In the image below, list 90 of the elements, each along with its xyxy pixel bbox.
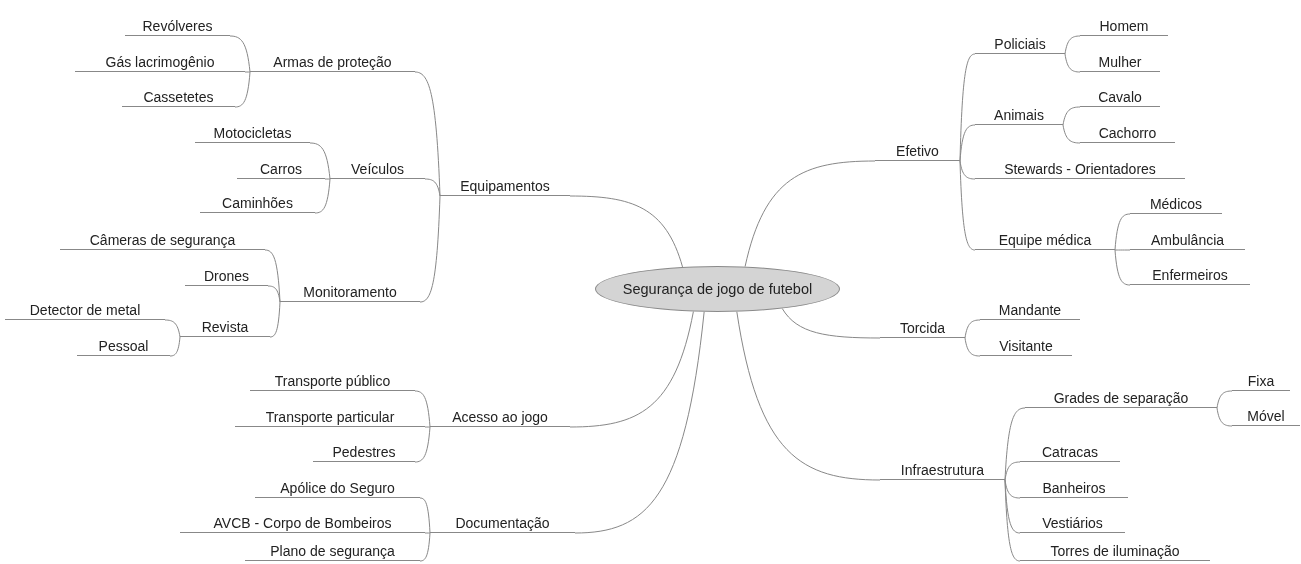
branch-line [419, 497, 431, 534]
branch-line [1062, 106, 1081, 126]
branch-line [1062, 124, 1081, 144]
branch-line [424, 532, 431, 534]
branch-line [964, 319, 981, 339]
topic-label: Móvel [1232, 406, 1300, 426]
topic-label: Grades de separação [1025, 388, 1217, 408]
topic-label: Transporte público [250, 371, 415, 391]
topic-label: Drones [185, 266, 268, 286]
topic-label: Homem [1080, 16, 1168, 36]
topic-label: Plano de segurança [245, 541, 420, 561]
topic-label: Apólice do Seguro [255, 478, 420, 498]
topic-label: Câmeras de segurança [60, 230, 265, 250]
topic-label: Infraestrutura [880, 460, 1005, 480]
topic-label: AVCB - Corpo de Bombeiros [180, 513, 425, 533]
topic-label: Mandante [980, 300, 1080, 320]
branch-line [324, 178, 331, 180]
branch-line [781, 308, 881, 339]
branch-line [574, 311, 705, 534]
topic-label: Equipamentos [440, 176, 570, 196]
branch-line [424, 426, 431, 428]
branch-line [959, 124, 976, 162]
topic-label: Torcida [880, 318, 965, 338]
branch-line [267, 285, 281, 303]
branch-line [244, 71, 251, 73]
branch-line [419, 532, 431, 562]
topic-label: Banheiros [1020, 478, 1128, 498]
branch-line [1114, 213, 1131, 251]
topic-label: Cavalo [1080, 87, 1160, 107]
branch-line [234, 71, 251, 108]
branch-line [1004, 479, 1021, 562]
topic-label: Caminhões [200, 193, 315, 213]
branch-line [419, 195, 441, 303]
topic-label: Policiais [975, 34, 1065, 54]
topic-label: Revista [180, 317, 270, 337]
branch-line [309, 142, 331, 180]
branch-line [736, 311, 881, 481]
central-topic-ellipse: Segurança de jogo de futebol [595, 266, 840, 312]
topic-label: Fixa [1232, 371, 1290, 391]
topic-label: Catracas [1020, 442, 1120, 462]
branch-line [1114, 249, 1131, 286]
branch-line [269, 301, 281, 338]
branch-line [424, 178, 441, 197]
topic-label: Transporte particular [235, 407, 425, 427]
branch-line [1114, 249, 1131, 251]
topic-label: Efetivo [875, 141, 960, 161]
topic-label: Pessoal [77, 336, 170, 356]
branch-line [314, 178, 331, 214]
branch-line [1004, 461, 1021, 481]
branch-line [1216, 407, 1233, 427]
topic-label: Mulher [1080, 52, 1160, 72]
topic-label: Pedestres [313, 442, 415, 462]
branch-line [569, 195, 684, 268]
topic-label: Vestiários [1020, 513, 1125, 533]
topic-label: Visitante [980, 336, 1072, 356]
branch-line [1064, 53, 1081, 73]
topic-label: Documentação [430, 513, 575, 533]
branch-line [569, 311, 694, 428]
topic-label: Detector de metal [5, 300, 165, 320]
topic-label: Acesso ao jogo [430, 407, 570, 427]
topic-label: Revólveres [125, 16, 230, 36]
branch-line [264, 249, 281, 303]
branch-line [229, 35, 251, 73]
branch-line [414, 426, 431, 463]
branch-line [744, 160, 876, 268]
branch-line [169, 336, 181, 357]
topic-label: Cachorro [1080, 123, 1175, 143]
branch-line [1216, 390, 1233, 409]
branch-line [414, 390, 431, 428]
topic-label: Enfermeiros [1130, 265, 1250, 285]
branch-line [164, 319, 181, 338]
branch-line [414, 71, 441, 197]
topic-label: Monitoramento [280, 282, 420, 302]
branch-line [959, 160, 976, 251]
branch-line [1004, 407, 1026, 481]
topic-label: Veículos [330, 159, 425, 179]
topic-label: Carros [237, 159, 325, 179]
branch-line [1064, 35, 1081, 55]
topic-label: Médicos [1130, 194, 1222, 214]
topic-label: Cassetetes [122, 87, 235, 107]
branch-line [959, 53, 976, 162]
topic-label: Torres de iluminação [1020, 541, 1210, 561]
topic-label: Equipe médica [975, 230, 1115, 250]
topic-label: Animais [975, 105, 1063, 125]
topic-label: Ambulância [1130, 230, 1245, 250]
topic-label: Stewards - Orientadores [975, 159, 1185, 179]
topic-label: Motocicletas [195, 123, 310, 143]
topic-label: Gás lacrimogênio [75, 52, 245, 72]
branch-line [964, 337, 981, 357]
topic-label: Armas de proteção [250, 52, 415, 72]
